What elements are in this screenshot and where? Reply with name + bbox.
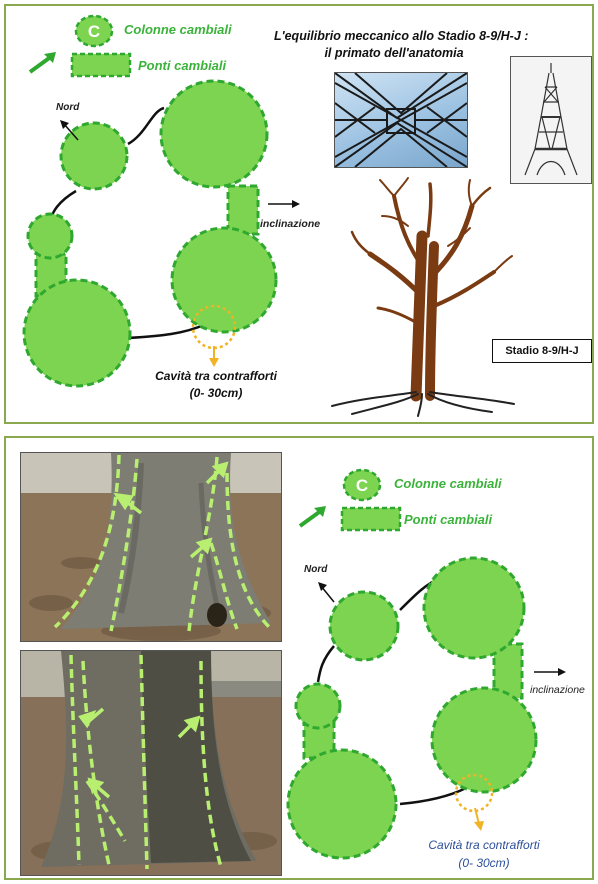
cambial-diagram: [6, 6, 306, 416]
bottom-panel: C Colonne cambiali Ponti cambiali Nord: [4, 436, 594, 880]
cavity-line-2: (0- 30cm): [126, 385, 306, 402]
column-large-top: [161, 81, 267, 187]
north-label-2: Nord: [304, 564, 327, 575]
column-large-bottom: [24, 280, 130, 386]
tilt-arrow-icon-2: [532, 666, 568, 678]
north-arrow-icon-2: [316, 580, 338, 604]
cavity-arrow-icon-2: [472, 808, 486, 832]
column-small-left: [28, 214, 72, 258]
cavity-arrow-icon: [208, 346, 220, 368]
stage-label-box: Stadio 8-9/H-J: [492, 339, 592, 363]
stage-label: Stadio 8-9/H-J: [505, 345, 578, 357]
tilt-label: inclinazione: [260, 218, 320, 230]
pylon-photo: [334, 72, 468, 168]
eiffel-photo: [510, 56, 592, 184]
title-line-1: L'equilibrio meccanico allo Stadio 8-9/H…: [274, 28, 514, 45]
tilt-arrow-icon: [266, 198, 302, 210]
cavity-line-1-2: Cavità tra contrafforti: [402, 836, 566, 854]
bridge-right: [228, 186, 258, 234]
north-arrow-icon: [58, 118, 82, 142]
column-large-bottom-2: [288, 750, 396, 858]
column-large-top-2: [424, 558, 524, 658]
top-panel: C Colonne cambiali Ponti cambiali L'equi…: [4, 4, 594, 424]
column-small-left-2: [296, 684, 340, 728]
cambial-diagram-2: [6, 438, 596, 878]
cavity-line-2-2: (0- 30cm): [402, 854, 566, 872]
north-label: Nord: [56, 102, 79, 113]
eiffel-tower-icon: [511, 57, 591, 183]
cavity-label-2: Cavità tra contrafforti (0- 30cm): [402, 836, 566, 872]
tree-icon: [322, 176, 522, 416]
tilt-label-2: inclinazione: [530, 684, 585, 696]
column-right-mid: [172, 228, 276, 332]
cavity-line-1: Cavità tra contrafforti: [126, 368, 306, 385]
column-right-mid-2: [432, 688, 536, 792]
cavity-label: Cavità tra contrafforti (0- 30cm): [126, 368, 306, 402]
title-line-2: il primato dell'anatomia: [274, 45, 514, 62]
page-title: L'equilibrio meccanico allo Stadio 8-9/H…: [274, 28, 514, 62]
column-nord-2: [330, 592, 398, 660]
